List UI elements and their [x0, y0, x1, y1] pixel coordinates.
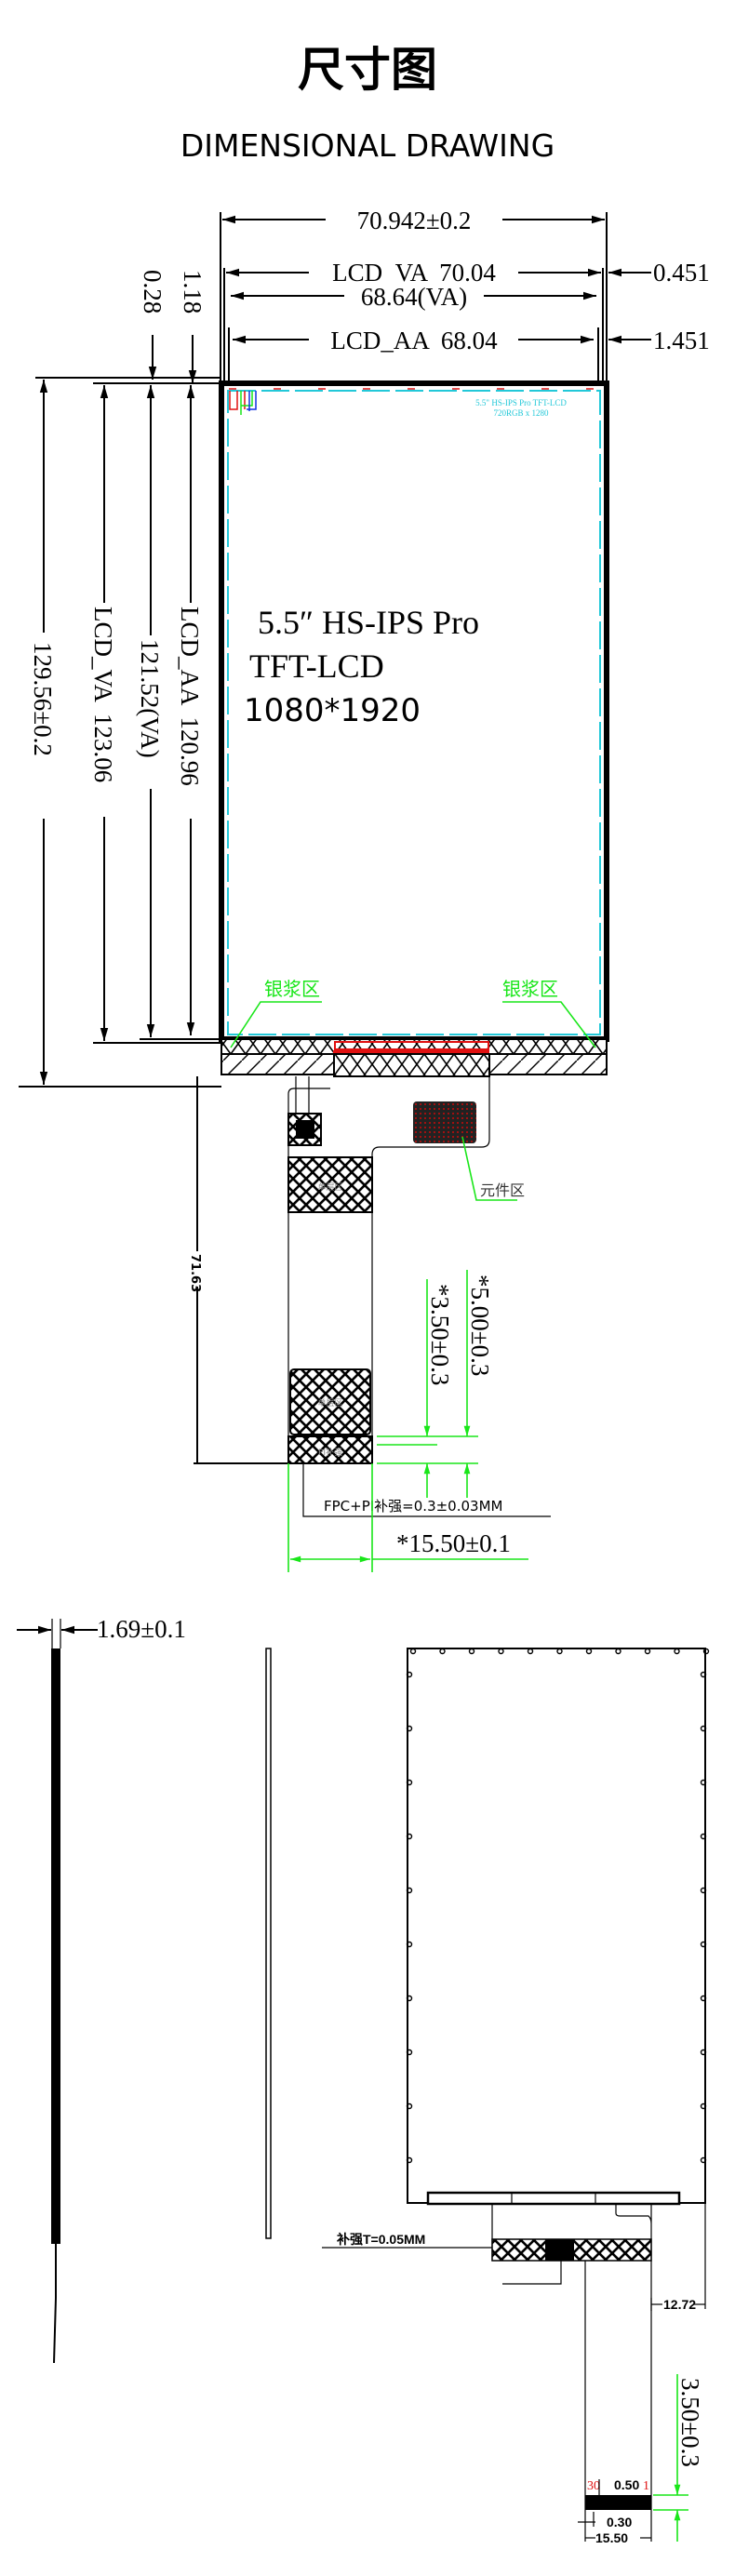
edge-tab	[700, 2049, 707, 2056]
va-height-dim: 121.52(VA)	[136, 639, 164, 758]
dim-3-50: *3.50±0.3	[426, 1284, 454, 1385]
edge-tab	[468, 1648, 475, 1655]
dim-5-00: *5.00±0.3	[466, 1275, 494, 1376]
panel-marking-line2: 720RGB x 1280	[493, 408, 549, 418]
thickness-dim: 1.69±0.1	[97, 1615, 186, 1643]
edge-tab	[527, 1648, 534, 1655]
overall-width-dim: 70.942±0.2	[357, 207, 472, 234]
edge-tab	[406, 1671, 413, 1678]
edge-tab	[585, 1648, 593, 1655]
overall-height-dim: 129.56±0.2	[29, 642, 57, 756]
edge-tab	[406, 1995, 413, 2002]
right-va-offset-dim: 0.451	[653, 259, 710, 287]
back-dim-3-50: 3.50±0.3	[676, 2378, 704, 2467]
dim-12-72: 12.72	[663, 2297, 696, 2312]
edge-tab	[406, 1779, 413, 1786]
edge-tab	[700, 1779, 707, 1786]
fpc-stiffener-note: FPC+PI补强=0.3±0.03MM	[324, 1498, 502, 1515]
panel-label-line2: TFT-LCD	[249, 647, 384, 685]
page-title: 尺寸图	[298, 43, 437, 97]
edge-tab	[406, 1833, 413, 1840]
edge-tab	[700, 1671, 707, 1678]
edge-tab	[615, 1648, 621, 1655]
va-width-dim: 68.64(VA)	[361, 283, 467, 311]
fpc-front: 单层区 单层区 PI补强 元件区 71.63 *3.50±0.3 *5.00±0…	[188, 1076, 551, 1572]
edge-tab	[700, 1995, 707, 2002]
edge-tab	[700, 1941, 707, 1948]
top-dimensions: 70.942±0.2 LCD_VA 70.04 68.64(VA) LCD_AA…	[139, 205, 710, 386]
silver-paste-zone-left: 银浆区	[264, 978, 320, 1000]
single-layer-zone-1: 单层区	[317, 1181, 342, 1193]
edge-tab	[674, 1648, 680, 1655]
side-view-edge: 1.69±0.1	[17, 1615, 186, 2364]
lcd-va-height-dim: LCD_VA 123.06	[89, 607, 117, 782]
edge-tab	[406, 1887, 413, 1894]
pi-stiffener-zone: PI补强	[318, 1447, 342, 1458]
top-offset-118: 1.18	[179, 270, 207, 314]
lcd-aa-width-dim: LCD_AA 68.04	[330, 327, 498, 354]
silver-paste-zone-right: 银浆区	[502, 978, 558, 1000]
edge-tab	[406, 2102, 413, 2110]
edge-tab	[439, 1648, 446, 1655]
fpc-length-dim: 71.63	[188, 1254, 202, 1292]
left-dimensions: 129.56±0.2 LCD_VA 123.06 121.52(VA) LCD_…	[19, 377, 221, 1088]
page-subtitle: DIMENSIONAL DRAWING	[180, 127, 555, 164]
panel-label-line1: 5.5″ HS-IPS Pro	[258, 604, 479, 641]
edge-tab	[498, 1648, 504, 1655]
pin-30-label: 30	[587, 2479, 600, 2493]
edge-tab	[406, 1725, 413, 1732]
lcd-aa-height-dim: LCD_AA 120.96	[176, 607, 204, 786]
edge-tab	[556, 1648, 563, 1655]
edge-tab	[406, 2156, 413, 2164]
back-stiffener-note: 补强T=0.05MM	[336, 2232, 425, 2247]
edge-tab	[700, 2102, 707, 2110]
back-fpc-width-dim: 15.50	[595, 2530, 628, 2545]
single-layer-zone-2: 单层区	[317, 1397, 342, 1408]
edge-tab	[700, 1725, 707, 1732]
edge-tab	[406, 1941, 413, 1948]
right-aa-offset-dim: 1.451	[653, 327, 710, 354]
pitch-dim: 0.50	[614, 2477, 639, 2492]
panel-resolution: 1080*1920	[244, 692, 421, 729]
component-block	[413, 1101, 476, 1143]
pin-width-dim: 0.30	[607, 2515, 632, 2529]
component-zone-label: 元件区	[480, 1181, 525, 1199]
top-offset-028: 0.28	[139, 270, 167, 314]
panel-marking-line1: 5.5" HS-IPS Pro TFT-LCD	[475, 398, 567, 407]
edge-tab	[406, 2049, 413, 2056]
back-view: 补强T=0.05MM 12.72 3.50±0.3 30 0.50 1 0.30…	[322, 1648, 710, 2545]
edge-tab	[700, 2156, 707, 2164]
pin-1-label: 1	[643, 2479, 649, 2493]
fpc-lead-lines	[229, 391, 257, 415]
side-view-middle	[265, 1648, 272, 2239]
edge-tab	[409, 1648, 417, 1655]
edge-tab	[702, 1648, 710, 1655]
edge-tab	[700, 1887, 707, 1894]
lcd-panel-front: 5.5" HS-IPS Pro TFT-LCD 720RGB x 1280 5.…	[219, 380, 609, 1077]
edge-tab	[700, 1833, 707, 1840]
fpc-width-dim: *15.50±0.1	[396, 1529, 511, 1557]
edge-tab	[644, 1648, 651, 1655]
